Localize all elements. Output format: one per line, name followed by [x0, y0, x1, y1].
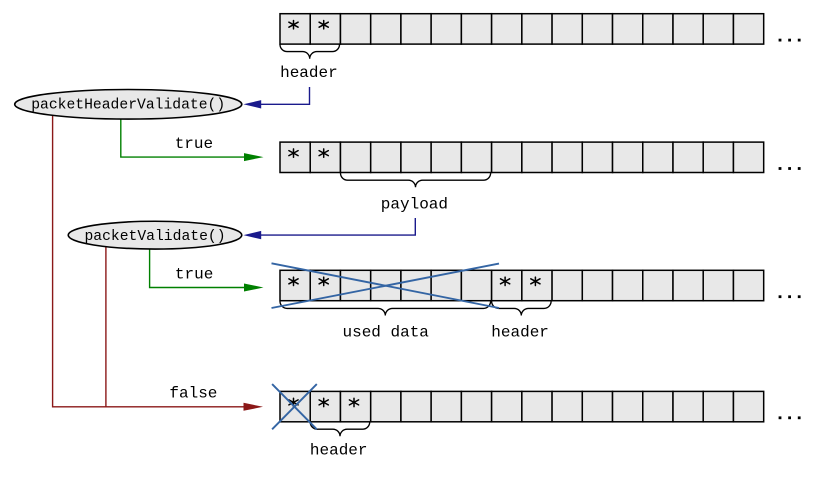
svg-text:true: true [175, 135, 213, 153]
svg-text:packetValidate(): packetValidate() [84, 229, 225, 245]
svg-text:header: header [310, 442, 368, 460]
svg-text:header: header [280, 64, 338, 82]
svg-text:false: false [169, 384, 217, 402]
svg-text:packetHeaderValidate(): packetHeaderValidate() [31, 98, 225, 114]
svg-text:used data: used data [342, 324, 429, 342]
svg-text:true: true [175, 266, 213, 284]
svg-text:payload: payload [381, 196, 448, 214]
svg-text:header: header [491, 324, 549, 342]
